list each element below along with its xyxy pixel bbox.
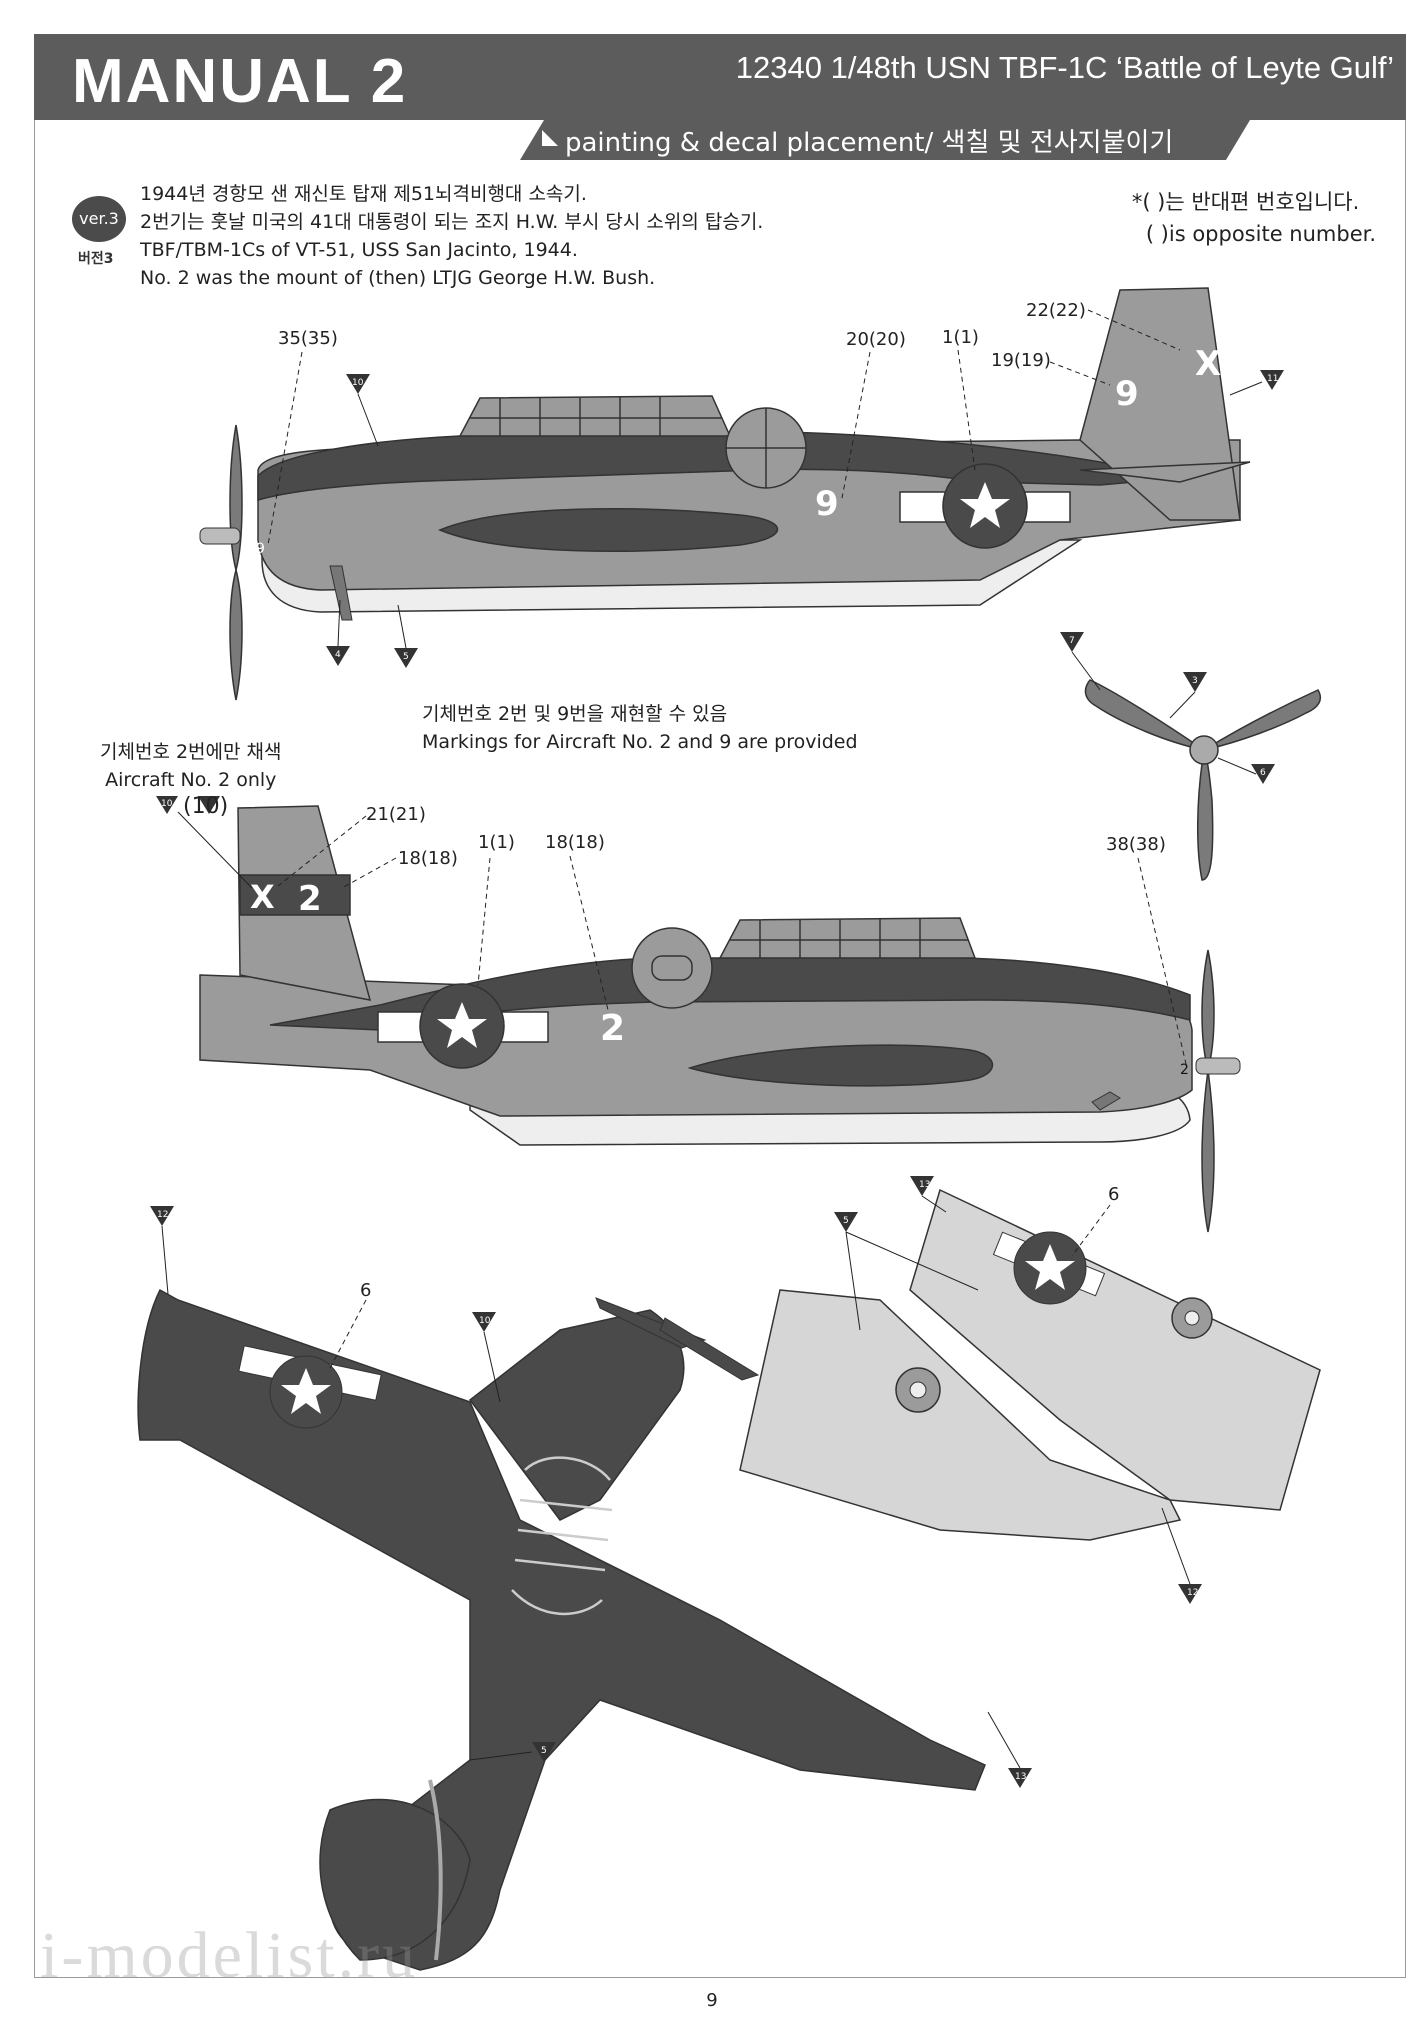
opposite-kr: *( )는 반대편 번호입니다.: [1131, 190, 1360, 214]
callout-label: 18(18): [545, 832, 605, 853]
nose-number: 2: [1180, 1062, 1189, 1078]
color-ref: 5: [541, 1746, 547, 1756]
color-ref: 6: [1260, 768, 1266, 778]
callout-label: 19(19): [991, 350, 1051, 371]
version-badge: ver.3: [72, 196, 126, 242]
only-kr: 기체번호 2번에만 채색: [100, 741, 282, 763]
aircraft-notes: 1944년 경항모 샌 재신토 탑재 제51뇌격비행대 소속기. 2번기는 훗날…: [140, 180, 763, 292]
wing-underside-views: [739, 1188, 1321, 1541]
markings-en: Markings for Aircraft No. 2 and 9 are pr…: [422, 731, 858, 753]
manual-title: MANUAL 2: [72, 47, 408, 116]
color-ref: 13: [919, 1180, 930, 1190]
color-ref: 7: [1069, 636, 1075, 646]
tail-letter: X: [1195, 344, 1221, 384]
callout-label: 22(22): [1026, 300, 1086, 321]
note-line: 1944년 경항모 샌 재신토 탑재 제51뇌격비행대 소속기.: [140, 183, 587, 205]
color-ref: 12: [1187, 1588, 1198, 1598]
page-number: 9: [706, 1990, 718, 2011]
side-view-aircraft-9: X 9 9 9: [199, 287, 1251, 701]
color-refs-wing: 13 5 12: [834, 1176, 1202, 1604]
kit-title: 12340 1/48th USN TBF-1C ‘Battle of Leyte…: [735, 50, 1394, 85]
callouts-top: 35(35) 20(20) 1(1) 22(22) 19(19): [267, 300, 1181, 546]
callout-label: 1(1): [478, 832, 515, 853]
subtitle-band: [520, 120, 1250, 160]
callout-label: 6: [1108, 1184, 1119, 1205]
side-view-aircraft-2: X 2 2 2: [199, 805, 1241, 1233]
header-band: [34, 34, 1406, 120]
propeller-detail: [1084, 679, 1322, 881]
nose-number: 9: [256, 541, 265, 557]
fuselage-number: 9: [815, 484, 839, 524]
callout-label: 18(18): [398, 848, 458, 869]
corner-arrow-icon: [542, 130, 558, 146]
color-ref: 13: [1015, 1772, 1026, 1782]
aircraft-2-only-note: 기체번호 2번에만 채색 Aircraft No. 2 only: [100, 738, 282, 794]
opposite-en: ( )is opposite number.: [1145, 222, 1376, 246]
color-ref: 3: [1192, 676, 1198, 686]
callouts-wing: 6: [1071, 1184, 1119, 1257]
callouts-bottom: 21(21) 18(18) 1(1) 18(18) 38(38): [277, 804, 1187, 1065]
callout-label: 20(20): [846, 329, 906, 350]
callout-label: 21(21): [366, 804, 426, 825]
callout-label: 1(1): [942, 327, 979, 348]
color-refs-only-note: 10 (10): [156, 794, 253, 889]
color-ref: 4: [335, 650, 341, 660]
callouts-top-view: 6: [327, 1280, 371, 1373]
color-ref: 12: [157, 1210, 168, 1220]
color-ref: 5: [843, 1216, 849, 1226]
callout-label: 6: [360, 1280, 371, 1301]
callout-label: 38(38): [1106, 834, 1166, 855]
tail-number: 2: [298, 879, 322, 919]
top-view-aircraft: [137, 1288, 986, 1971]
fuselage-number: 2: [600, 1008, 625, 1049]
note-line: 2번기는 훗날 미국의 41대 대통령이 되는 조지 H.W. 부시 당시 소위…: [140, 211, 764, 233]
markings-kr: 기체번호 2번 및 9번을 재현할 수 있음: [422, 703, 728, 725]
color-ref: (10): [183, 794, 228, 819]
color-ref: 11: [1267, 374, 1278, 384]
color-ref: 5: [403, 652, 409, 662]
note-line: TBF/TBM-1Cs of VT-51, USS San Jacinto, 1…: [140, 239, 578, 261]
color-ref: 10: [479, 1316, 491, 1326]
callout-label: 35(35): [278, 328, 338, 349]
color-ref: 10: [352, 378, 364, 388]
color-refs-top-view: 12 10 5 13: [150, 1206, 1032, 1788]
only-en: Aircraft No. 2 only: [105, 769, 277, 791]
tail-number: 9: [1115, 374, 1139, 414]
opposite-number-note: *( )는 반대편 번호입니다. ( )is opposite number.: [1132, 186, 1376, 250]
color-refs-top: 10 11 4 5: [326, 370, 1284, 668]
markings-note: 기체번호 2번 및 9번을 재현할 수 있음 Markings for Airc…: [422, 700, 858, 756]
section-subtitle: painting & decal placement/ 색칠 및 전사지붙이기: [565, 128, 1174, 158]
tail-letter: X: [250, 878, 275, 916]
watermark: i-modelist.ru: [40, 1919, 419, 1992]
version-label: 버전3: [78, 251, 114, 267]
note-line: No. 2 was the mount of (then) LTJG Georg…: [140, 267, 656, 289]
color-refs-propeller: 7 3 6: [1060, 632, 1275, 784]
color-ref: 10: [161, 799, 173, 809]
